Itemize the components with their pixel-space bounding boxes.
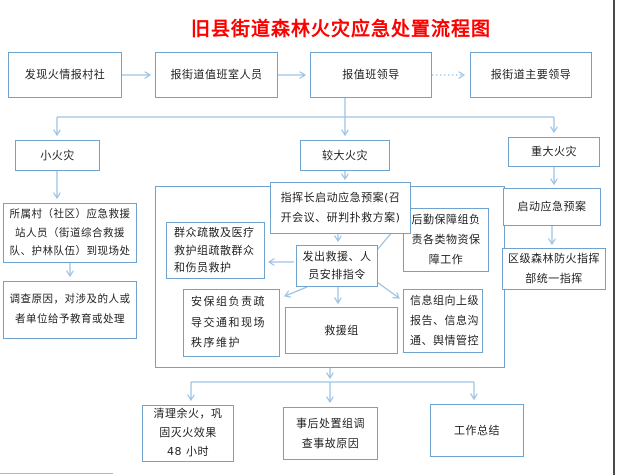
node-information-group: 信息组向上级 报告、信息沟 通、舆情管控 [403, 289, 483, 353]
page-title: 旧县街道森林火灾应急处置流程图 [190, 18, 491, 40]
node-issue-rescue-order: 发出救援、人 员安排指令 [296, 245, 378, 287]
node-major-fire: 重大火灾 [508, 137, 600, 167]
node-commander-activate-plan: 指挥长启动应急预案(召 开会议、研判扑救方案) [270, 182, 411, 234]
node-security-group: 安保组负责疏 导交通和现场 秩序维护 [183, 289, 280, 357]
window-right-edge [612, 0, 615, 475]
node-investigate-cause: 调查原因，对涉及的人或 者单位给予教育或处理 [3, 281, 137, 339]
node-village-rescue-team: 所属村（社区）应急救援 站人员（街道综合救援 队、护林队伍）到现场处 [3, 203, 137, 263]
node-report-duty-room: 报街道值班室人员 [155, 52, 278, 98]
window-bottom-edge [0, 473, 113, 475]
node-activate-emergency-plan: 启动应急预案 [503, 188, 601, 226]
node-cleanup-residual-fire: 清理余火，巩 固灭火效果 48 小时 [142, 405, 234, 462]
node-logistics-group: 后勤保障组负 责各类物资保 障工作 [403, 208, 489, 272]
node-post-incident-group: 事后处置组调 查事故原因 [283, 407, 378, 460]
node-small-fire: 小火灾 [15, 140, 100, 171]
node-district-fire-command: 区级森林防火指挥 部统一指挥 [502, 248, 606, 290]
node-discover-fire: 发现火情报村社 [8, 52, 122, 98]
node-report-duty-leader: 报值班领导 [310, 52, 432, 98]
node-evacuation-medical-group: 群众疏散及医疗 救护组疏散群众 和伤员救护 [166, 222, 265, 279]
node-report-main-leader: 报街道主要领导 [470, 52, 592, 98]
node-medium-fire: 较大火灾 [300, 140, 390, 171]
node-rescue-group: 救援组 [285, 307, 398, 354]
node-work-summary: 工作总结 [430, 404, 524, 457]
